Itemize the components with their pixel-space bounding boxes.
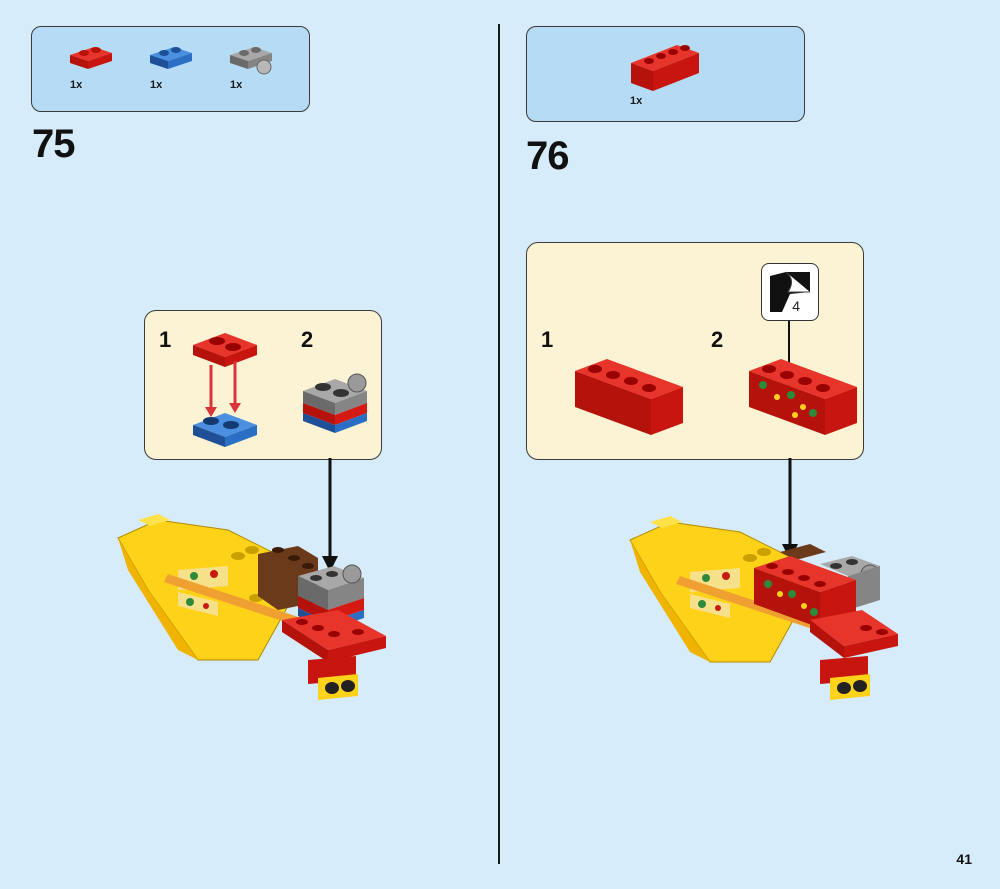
step-76-parts-list: 1x <box>526 26 805 122</box>
part-qty: 1x <box>70 79 83 91</box>
part-qty: 1x <box>150 79 163 91</box>
sticker-sheet-icon <box>770 271 810 312</box>
callout-arrow <box>322 458 338 572</box>
step-number: 76 <box>526 134 569 178</box>
substep-number: 1 <box>159 327 172 352</box>
substep-number: 2 <box>301 327 314 352</box>
substep-number: 1 <box>541 327 554 352</box>
sticker-sheet-reference: 4 <box>761 263 819 321</box>
sticker-number: 4 <box>792 298 800 314</box>
red-brick-illustration <box>575 359 683 435</box>
substep-number: 2 <box>711 327 724 352</box>
model-step-76-illustration <box>629 516 898 700</box>
gray-ball-plate-icon <box>230 47 272 75</box>
part-qty: 1x <box>230 79 243 91</box>
step-75-parts-list: 1x 1x 1x <box>31 26 310 112</box>
plates-stack-illustration <box>193 333 257 447</box>
step-number: 75 <box>32 122 75 166</box>
red-plate-icon <box>70 47 112 69</box>
step-76-sub-assembly-callout: 1 2 4 <box>526 242 864 460</box>
column-divider <box>498 24 500 864</box>
step-75-sub-assembly-callout: 1 2 <box>144 310 382 460</box>
part-qty: 1x <box>630 95 643 107</box>
red-brick-with-sticker-illustration <box>749 359 857 435</box>
blue-plate-icon <box>150 47 192 69</box>
model-step-75-illustration <box>117 514 386 700</box>
red-brick-icon <box>631 45 699 91</box>
combined-plates-illustration <box>303 373 367 433</box>
page-number: 41 <box>956 851 972 867</box>
